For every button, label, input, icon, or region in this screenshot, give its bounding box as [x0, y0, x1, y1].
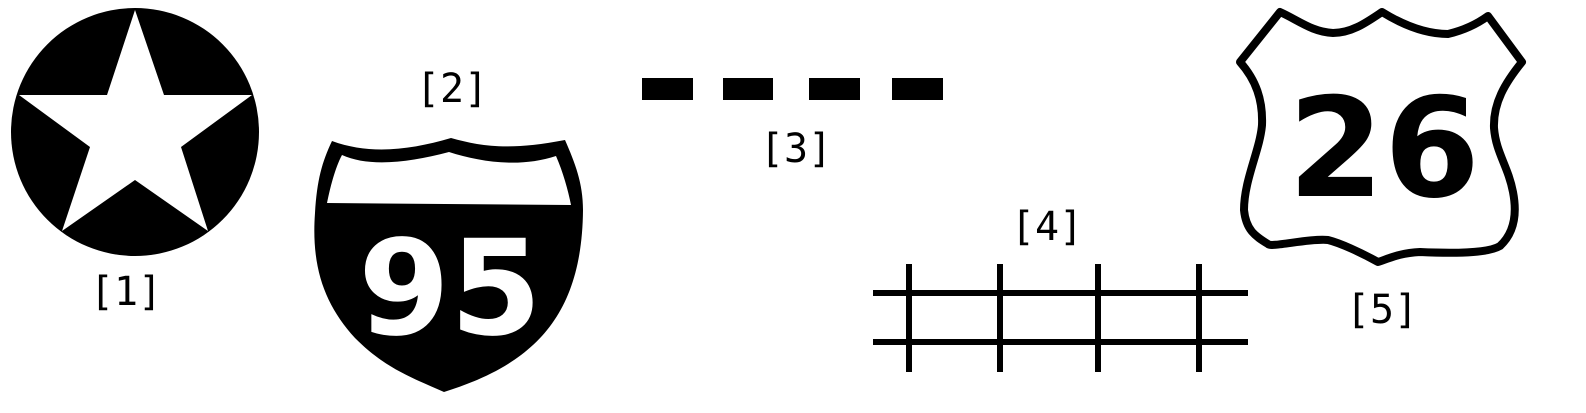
us-route-shield-icon: 26: [1236, 8, 1526, 266]
railroad-track-icon: [873, 264, 1248, 372]
symbol-label-2: [2]: [416, 66, 488, 112]
interstate-shield-icon: 95: [314, 138, 583, 392]
us-route-number: 26: [1288, 68, 1480, 229]
symbol-label-4: [4]: [1011, 204, 1083, 250]
symbol-label-5: [5]: [1346, 287, 1418, 333]
interstate-route-number: 95: [358, 212, 542, 366]
dashed-line-icon: [642, 78, 943, 100]
symbol-label-1: [1]: [90, 269, 162, 315]
symbol-label-3: [3]: [760, 126, 832, 172]
star-in-circle-icon: [11, 8, 259, 256]
